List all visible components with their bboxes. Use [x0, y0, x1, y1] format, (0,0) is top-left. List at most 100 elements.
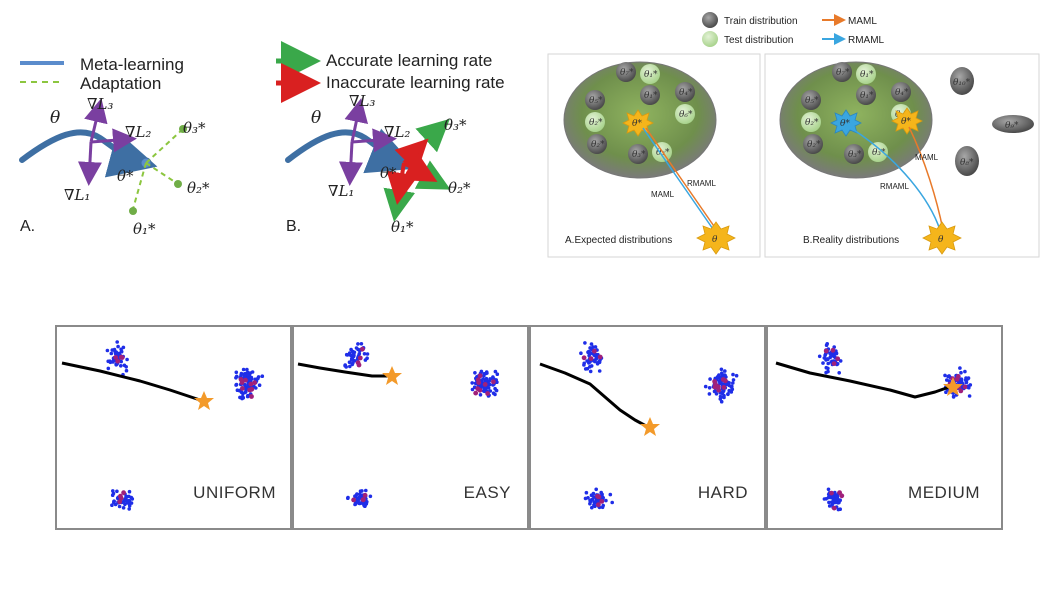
scatter-point — [708, 377, 712, 381]
scatter-point-highlight — [240, 386, 245, 391]
reality-node-label: θ₄* — [895, 88, 909, 98]
scatter-point-highlight — [238, 377, 244, 382]
scatter-point — [363, 504, 367, 509]
scatter-point — [123, 497, 128, 502]
scatter-point — [610, 500, 614, 505]
scatter-point-highlight — [588, 356, 594, 361]
scatter-point — [234, 374, 239, 379]
adaptation-line-3 — [145, 128, 184, 164]
grad-l1-arrow — [77, 141, 102, 186]
fig-c: Train distribution Test distribution MAM… — [547, 12, 1040, 258]
scatter-point — [589, 342, 594, 346]
scatter-point — [582, 363, 586, 367]
scatter-point — [825, 342, 829, 346]
scatter-point — [959, 370, 963, 375]
scatter-point — [355, 496, 359, 501]
reality-theta-label: θ — [938, 235, 944, 245]
scatter-point-highlight — [118, 493, 123, 499]
outlier-8-label: θ₈* — [960, 158, 974, 168]
panel-uniform-label: UNIFORM — [193, 483, 276, 502]
reality-node — [832, 62, 852, 82]
scatter-point — [364, 488, 368, 493]
expected-node-label: θ₅* — [589, 96, 603, 106]
scatter-point — [488, 389, 493, 393]
panel-uniform-frame — [55, 325, 292, 530]
scatter-point — [834, 493, 839, 498]
scatter-point — [112, 500, 116, 505]
scatter-point — [242, 373, 247, 378]
panel-easy-label: EASY — [464, 483, 511, 502]
reality-caption: B.Reality distributions — [803, 235, 899, 246]
scatter-point-highlight — [113, 355, 119, 360]
scatter-point — [488, 377, 492, 381]
scatter-point — [827, 504, 832, 508]
scatter-point — [963, 369, 967, 374]
scatter-point — [837, 371, 841, 375]
scatter-point — [597, 369, 602, 373]
scatter-point-highlight — [119, 355, 125, 360]
scatter-point — [119, 364, 123, 368]
inaccurate-arrow-1 — [386, 162, 419, 205]
scatter-point — [591, 491, 596, 496]
scatter-point-highlight — [716, 384, 721, 390]
reality-maml-star-label: θ* — [901, 117, 911, 127]
grad-l2-label-b: ∇L₂ — [384, 123, 410, 141]
scatter-point — [250, 370, 255, 374]
scatter-point-highlight — [476, 380, 482, 385]
scatter-point — [351, 352, 356, 357]
scatter-point — [365, 352, 370, 356]
scatter-point — [124, 368, 129, 373]
scatter-point — [491, 391, 496, 396]
scatter-point — [245, 367, 249, 372]
expected-node — [628, 144, 648, 164]
expected-node — [640, 64, 660, 84]
scatter-point — [594, 355, 599, 360]
scatter-point — [248, 377, 253, 382]
target-point-2 — [174, 180, 182, 188]
expected-node-label: θ₃* — [632, 150, 646, 160]
scatter-point-highlight — [830, 347, 836, 353]
outlier-8-node — [955, 146, 979, 176]
scatter-point — [592, 353, 597, 358]
scatter-point — [349, 358, 354, 362]
scatter-point — [599, 490, 603, 495]
fig-b: Accurate learning rate Inaccurate learni… — [276, 41, 505, 236]
scatter-point — [125, 357, 129, 362]
scatter-point — [951, 395, 956, 399]
grad-l2-arrow-b — [351, 128, 397, 153]
expected-rmaml-label: RMAML — [687, 179, 716, 188]
reality-node — [844, 144, 864, 164]
scatter-point — [495, 372, 500, 377]
scatter-point — [832, 354, 836, 359]
trajectory-uniform — [61, 361, 204, 403]
reality-node-label: θ₁* — [860, 91, 874, 101]
scatter-point-highlight — [351, 497, 356, 503]
scatter-point — [119, 359, 123, 364]
panel-medium-label: MEDIUM — [908, 483, 980, 502]
scatter-point — [833, 490, 837, 495]
scatter-point — [353, 502, 358, 506]
scatter-point-highlight — [117, 499, 123, 505]
scatter-point — [478, 393, 483, 397]
scatter-point-highlight — [721, 385, 727, 390]
scatter-point-highlight — [362, 492, 368, 498]
scatter-point — [484, 370, 489, 374]
scatter-point — [718, 379, 722, 384]
expected-node — [616, 62, 636, 82]
scatter-point — [826, 487, 831, 492]
scatter-point — [480, 382, 484, 387]
scatter-point — [585, 359, 589, 363]
theta-star-label: θ* — [117, 167, 134, 185]
scatter-point-highlight — [712, 379, 717, 384]
meta-learning-curve-b — [285, 128, 417, 174]
scatter-point — [593, 345, 598, 349]
reality-maml-label: MAML — [915, 153, 939, 162]
scatter-point — [595, 362, 600, 366]
scatter-point-highlight — [477, 373, 483, 379]
scatter-point — [106, 359, 110, 364]
expected-theta-badge — [696, 221, 736, 255]
scatter-point — [257, 383, 262, 388]
scatter-point — [245, 394, 250, 399]
scatter-point-highlight — [485, 391, 490, 396]
scatter-point — [116, 344, 120, 349]
